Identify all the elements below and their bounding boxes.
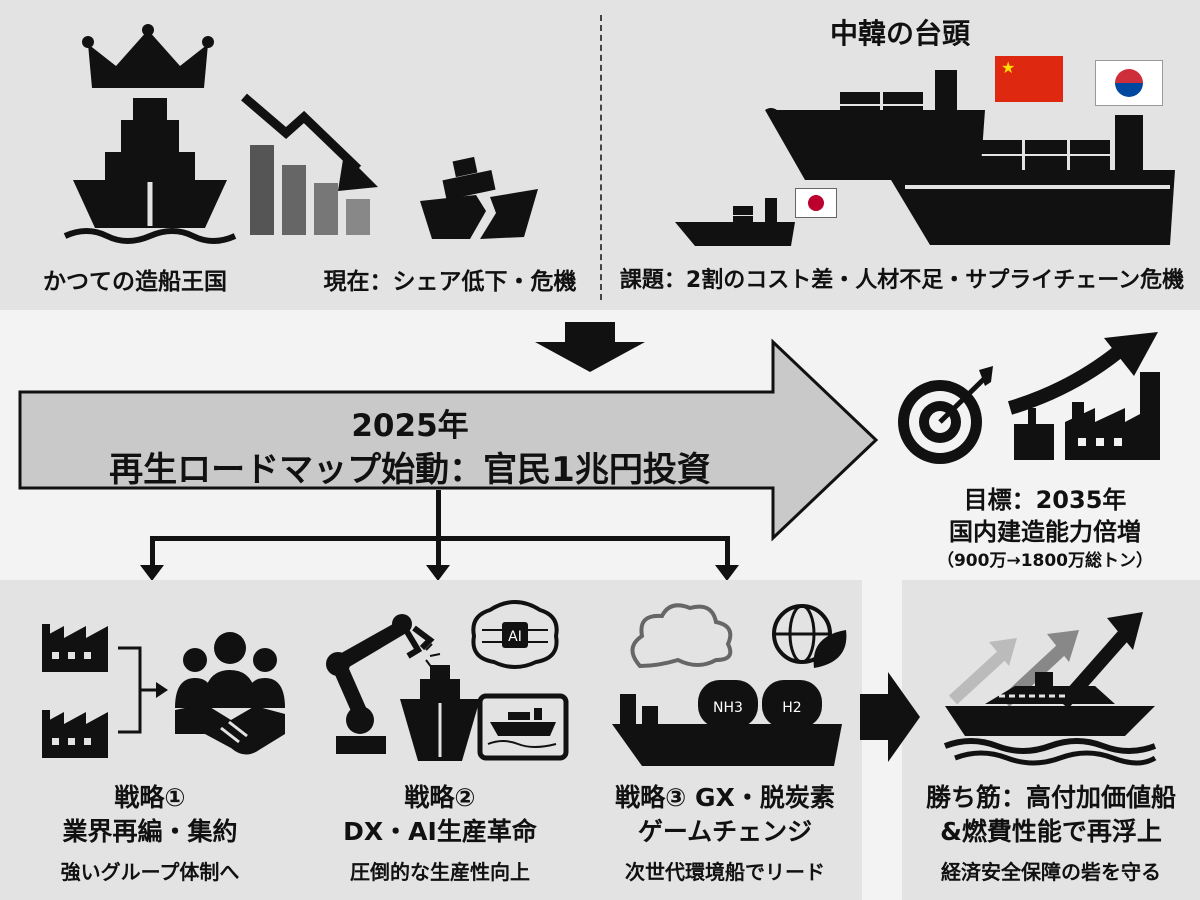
branch-2 bbox=[436, 536, 441, 566]
declining-chart-icon bbox=[241, 93, 378, 235]
h2-tank-label: H2 bbox=[782, 700, 801, 716]
branch-3 bbox=[725, 536, 730, 566]
branch-1 bbox=[150, 536, 155, 566]
shipyard-ship-icon bbox=[400, 665, 480, 761]
strategy-3-note: 次世代環境船でリード bbox=[625, 860, 825, 884]
strategy-2-note: 圧倒的な生産性向上 bbox=[350, 860, 530, 884]
chinese-cargo-ship-icon bbox=[765, 70, 985, 180]
robot-arm-icon bbox=[326, 614, 441, 754]
goal-capacity: （900万→1800万総トン） bbox=[936, 551, 1154, 571]
tablet-ship-icon bbox=[477, 693, 569, 761]
strategy-3-title: 戦略③ GX・脱炭素 bbox=[615, 783, 835, 812]
smoke-cloud-icon bbox=[630, 603, 733, 669]
rivals-title: 中韓の台頭 bbox=[829, 17, 970, 50]
cruise-ship-icon bbox=[943, 672, 1157, 766]
people-group-icon bbox=[175, 632, 285, 708]
branch-arrowhead-2 bbox=[426, 565, 450, 581]
ai-chip-label: AI bbox=[508, 629, 522, 645]
korean-cargo-ship-icon bbox=[885, 115, 1175, 245]
ai-brain-icon: AI bbox=[471, 600, 559, 669]
panel-divider bbox=[600, 15, 602, 300]
goal-year: 目標：2035年 bbox=[963, 486, 1127, 514]
goal-title: 国内建造能力倍増 bbox=[949, 518, 1141, 546]
ship-icon bbox=[63, 98, 237, 244]
strategy-1-title: 戦略① bbox=[114, 783, 186, 812]
strategy-3-subtitle: ゲームチェンジ bbox=[637, 817, 813, 846]
merge-bracket-icon bbox=[118, 646, 168, 734]
roadmap-title: 再生ロードマップ始動：官民1兆円投資 bbox=[109, 450, 711, 490]
issues-label: 課題：2割のコスト差・人材不足・サプライチェーン危機 bbox=[619, 268, 1185, 293]
outcome-line-1: 勝ち筋：高付加価値船 bbox=[925, 783, 1176, 812]
crown-icon bbox=[82, 24, 214, 88]
roadmap-arrow bbox=[18, 338, 879, 542]
strategy-1-note: 強いグループ体制へ bbox=[60, 860, 240, 884]
strategy-2-title: 戦略② bbox=[404, 783, 476, 812]
target-icon bbox=[898, 366, 993, 464]
outcome-line-3: 経済安全保障の砦を守る bbox=[941, 860, 1161, 884]
outcome-panel bbox=[902, 580, 1200, 900]
globe-leaf-icon bbox=[772, 604, 847, 668]
past-label: かつての造船王国 bbox=[43, 269, 227, 295]
branch-arrowhead-3 bbox=[715, 565, 739, 581]
china-flag-icon: ★ bbox=[995, 56, 1063, 102]
factory-icon bbox=[1014, 372, 1160, 460]
strategy-2-subtitle: DX・AI生産革命 bbox=[343, 817, 537, 846]
branch-arrowhead-1 bbox=[140, 565, 164, 581]
sinking-ship-icon bbox=[420, 156, 538, 239]
outcome-line-2: &燃費性能で再浮上 bbox=[940, 817, 1162, 846]
korea-flag-icon bbox=[1095, 60, 1163, 106]
japan-flag-icon bbox=[795, 188, 837, 218]
now-label: 現在：シェア低下・危機 bbox=[323, 269, 577, 295]
connector-trunk bbox=[436, 490, 441, 538]
growth-arrow-icon bbox=[1007, 332, 1158, 415]
strategy-1-subtitle: 業界再編・集約 bbox=[62, 817, 238, 846]
handshake-icon bbox=[175, 704, 285, 755]
down-arrow-icon bbox=[535, 322, 645, 372]
nh3-tank-label: NH3 bbox=[713, 700, 743, 716]
factories-icon bbox=[42, 624, 108, 758]
roadmap-year: 2025年 bbox=[351, 408, 469, 444]
right-arrow-icon bbox=[860, 672, 920, 762]
japanese-small-ship-icon bbox=[675, 198, 795, 246]
hydrogen-ship-icon: NH3 H2 bbox=[612, 680, 842, 766]
